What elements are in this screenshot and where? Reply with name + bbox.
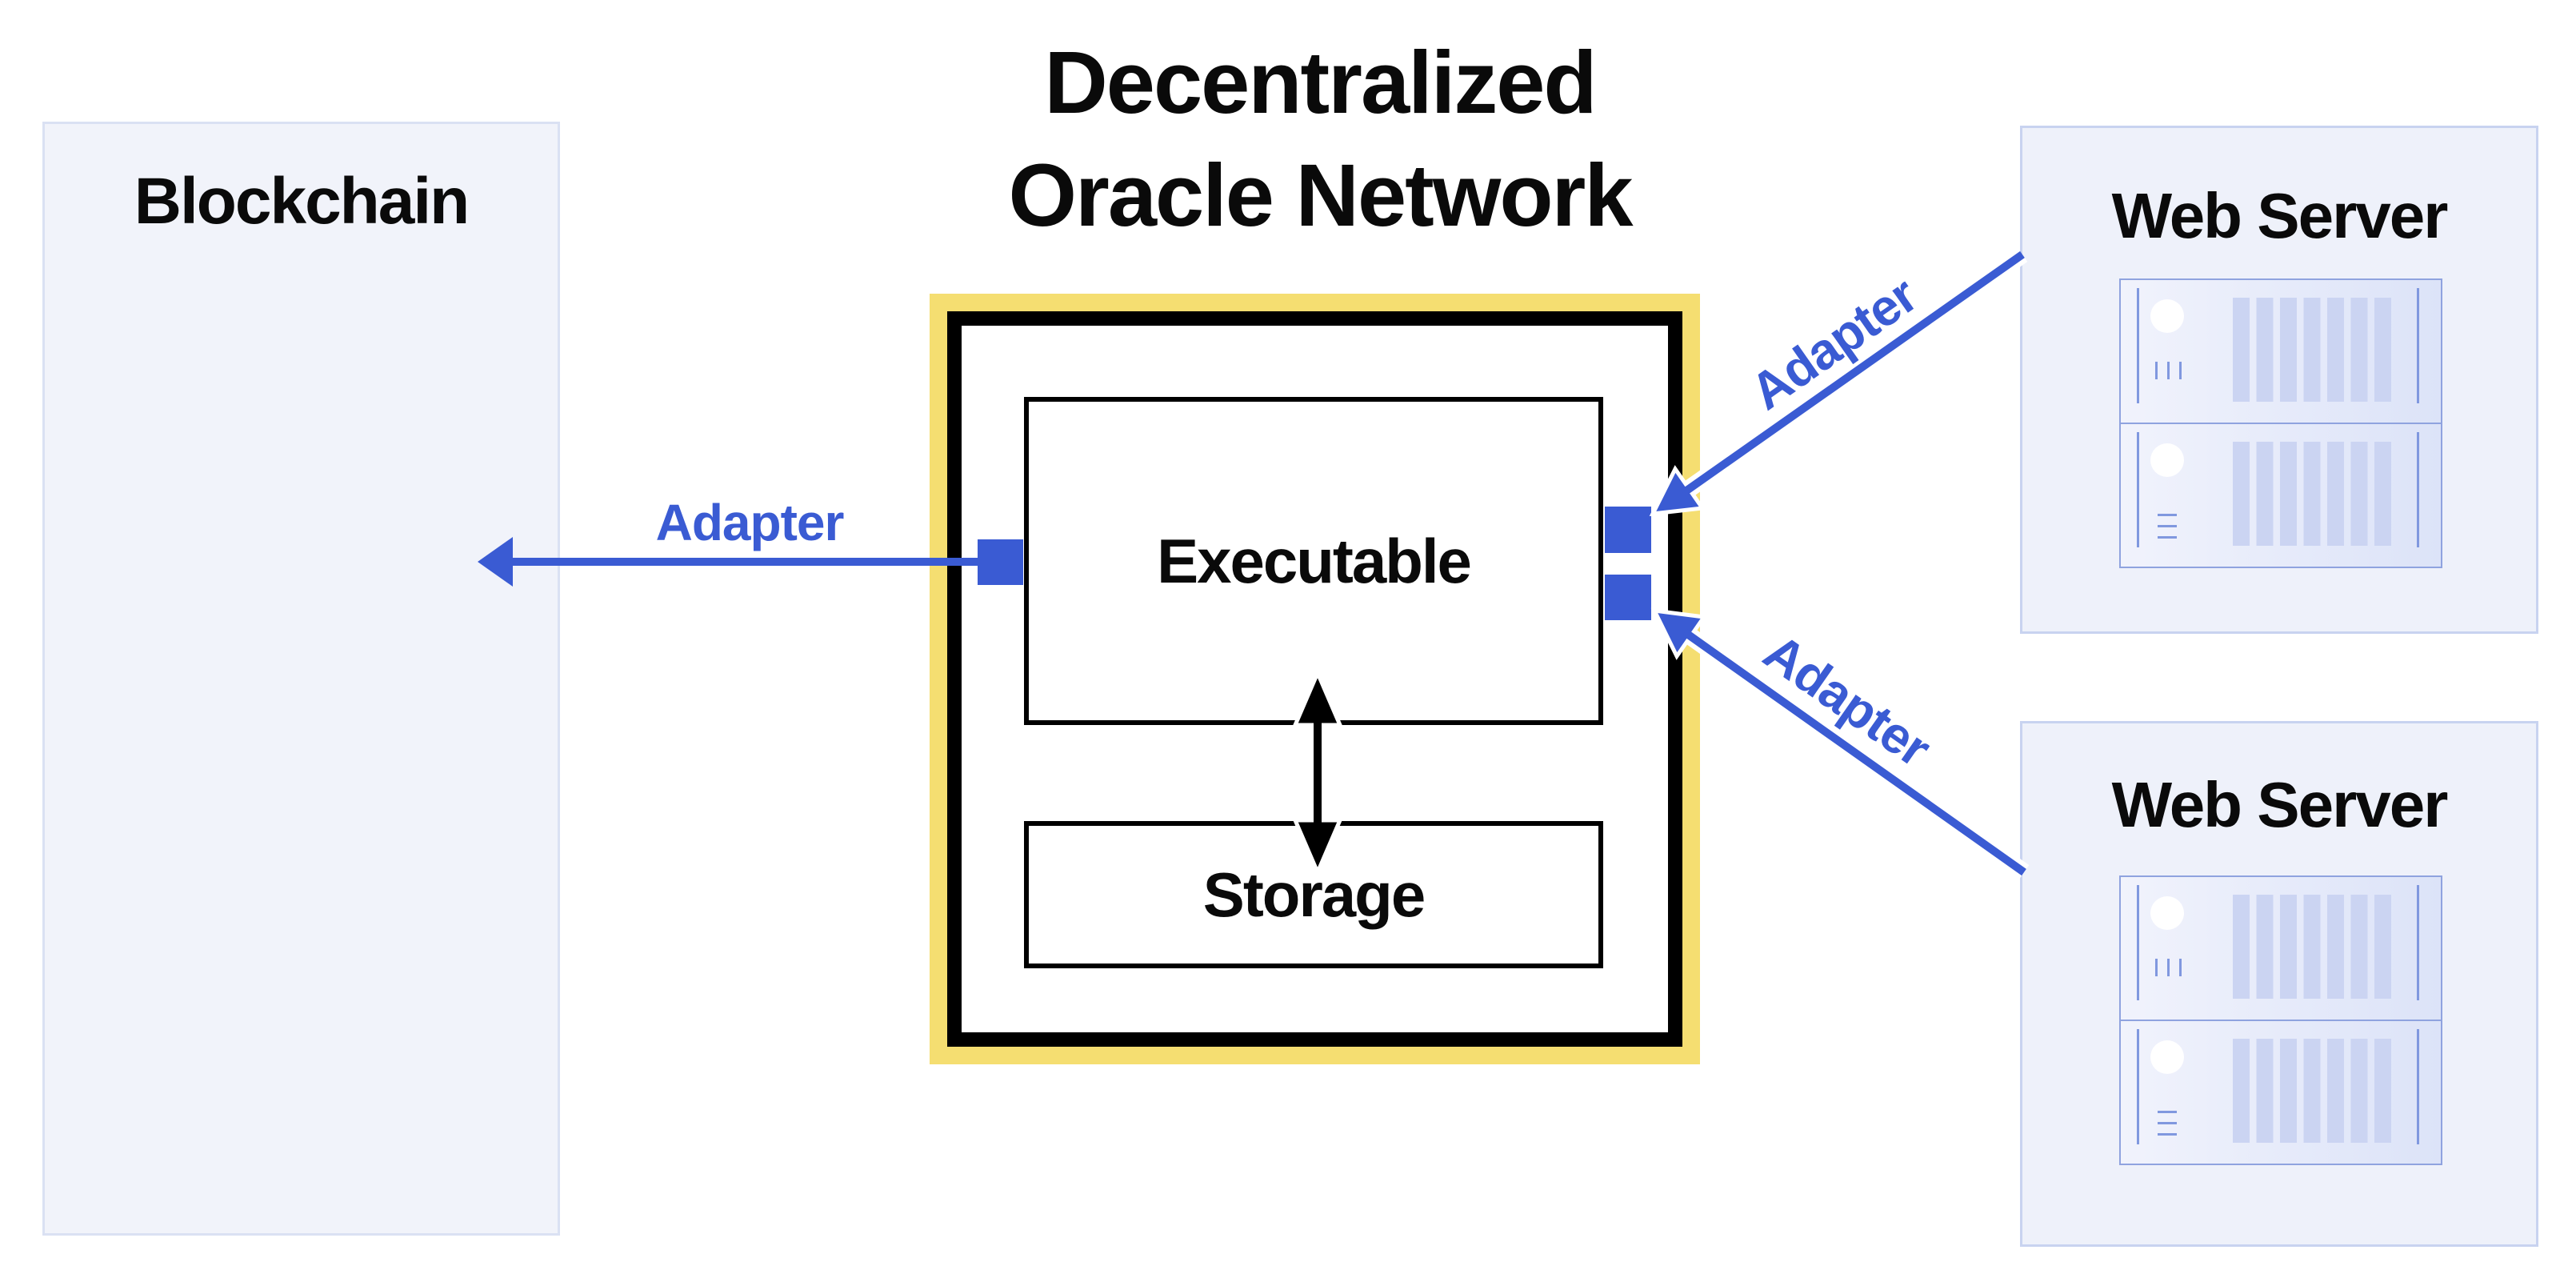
web-server-top-panel: Web Server (2020, 126, 2538, 634)
title-line-2: Oracle Network (1008, 146, 1633, 245)
web-server-top-label: Web Server (2111, 180, 2449, 251)
storage-box: Storage (1024, 821, 1603, 968)
web-server-bottom-label: Web Server (2111, 769, 2449, 840)
rack-slot-line (2137, 885, 2139, 1000)
rack-slot-line (2137, 432, 2139, 547)
server-unit (2119, 423, 2442, 568)
title-line-1: Decentralized (1044, 34, 1597, 132)
server-unit (2119, 875, 2442, 1021)
power-light-icon (2150, 443, 2184, 477)
web-server-bottom-panel: Web Server (2020, 721, 2538, 1247)
adapter-label-left: Adapter (655, 494, 845, 551)
rack-slot-line (2417, 885, 2419, 1000)
rack-slot-line (2137, 288, 2139, 403)
power-light-icon (2150, 896, 2184, 930)
vent-bars-icon (2233, 1039, 2392, 1143)
server-rack-icon (2119, 875, 2442, 1165)
vent-bars-icon (2233, 442, 2392, 546)
adapter-arrow-top-right (1649, 246, 2028, 517)
rack-slot-line (2137, 1029, 2139, 1144)
adapter-label-top-right: Adapter (1740, 266, 1927, 421)
adapter-port-right-bottom (1605, 575, 1651, 620)
server-unit (2119, 1020, 2442, 1165)
rack-slot-line (2417, 288, 2419, 403)
vent-bars-icon (2233, 298, 2392, 402)
blockchain-panel: Blockchain (42, 122, 560, 1236)
power-light-icon (2150, 1040, 2184, 1074)
page-title: Decentralized Oracle Network (680, 27, 1960, 253)
rack-slot-line (2417, 432, 2419, 547)
blockchain-label: Blockchain (134, 165, 470, 238)
adapter-port-right-top (1605, 507, 1651, 553)
adapter-arrow-bottom-right (1650, 607, 2030, 879)
rack-slot-line (2417, 1029, 2419, 1144)
vent-bars-icon (2233, 895, 2392, 999)
adapter-port-left (978, 539, 1023, 585)
power-light-icon (2150, 299, 2184, 333)
server-rack-icon (2119, 278, 2442, 568)
server-unit (2119, 278, 2442, 424)
adapter-label-bottom-right: Adapter (1754, 623, 1941, 778)
executable-label: Executable (1157, 525, 1472, 596)
executable-box: Executable (1024, 397, 1603, 725)
storage-label: Storage (1202, 859, 1426, 930)
